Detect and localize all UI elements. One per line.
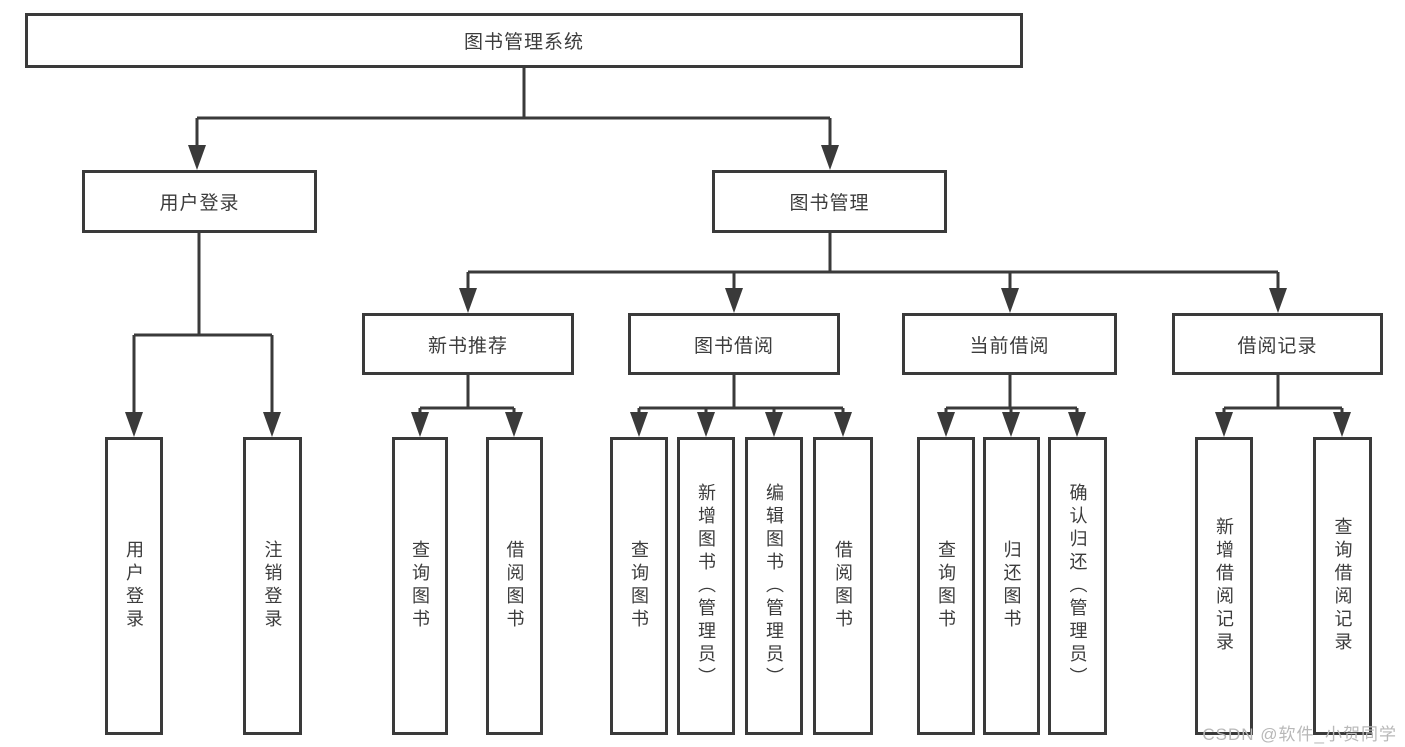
node-label: 注销登录 (262, 540, 283, 632)
node-label: 借阅记录 (1237, 335, 1318, 357)
node-label: 用户登录 (124, 540, 144, 632)
node-label: 借阅图书 (833, 540, 853, 632)
leaf-query-books-current: 查询图书 (917, 437, 975, 735)
leaf-query-books-borrow: 查询图书 (610, 437, 668, 735)
leaf-add-books-admin: 新增图书（管理员） (677, 437, 735, 735)
node-label: 借阅图书 (504, 540, 525, 632)
node-borrowing-records: 借阅记录 (1172, 313, 1383, 375)
node-book-management-module: 图书管理 (712, 170, 947, 233)
csdn-watermark: CSDN @软件_小贺同学 (1202, 725, 1397, 744)
node-label: 图书管理 (789, 193, 870, 214)
leaf-return-books: 归还图书 (983, 437, 1040, 735)
node-label: 新增图书（管理员） (696, 482, 716, 690)
leaf-query-borrow-record: 查询借阅记录 (1313, 437, 1372, 735)
node-label: 归还图书 (1001, 540, 1022, 632)
leaf-add-borrow-record: 新增借阅记录 (1195, 437, 1253, 735)
node-new-book-recommendation: 新书推荐 (362, 313, 574, 375)
node-label: 确认归还（管理员） (1067, 482, 1088, 690)
node-label: 图书管理系统 (463, 32, 584, 53)
node-label: 当前借阅 (969, 335, 1050, 357)
leaf-borrow-books-recommend: 借阅图书 (486, 437, 543, 735)
node-user-login-module: 用户登录 (82, 170, 317, 233)
node-book-borrowing: 图书借阅 (628, 313, 840, 375)
leaf-user-login: 用户登录 (105, 437, 163, 735)
node-label: 查询借阅记录 (1332, 517, 1353, 655)
node-system-root: 图书管理系统 (25, 13, 1023, 68)
node-label: 查询图书 (629, 540, 649, 632)
node-label: 新增借阅记录 (1214, 517, 1234, 655)
leaf-borrow-books: 借阅图书 (813, 437, 873, 735)
leaf-logout: 注销登录 (243, 437, 302, 735)
node-current-borrowing: 当前借阅 (902, 313, 1117, 375)
leaf-confirm-return-admin: 确认归还（管理员） (1048, 437, 1107, 735)
node-label: 新书推荐 (427, 335, 508, 357)
node-label: 图书借阅 (693, 335, 774, 357)
arrowheads (125, 145, 1351, 437)
node-label: 查询图书 (410, 540, 430, 632)
node-label: 编辑图书（管理员） (764, 482, 784, 690)
leaf-query-books-recommend: 查询图书 (392, 437, 448, 735)
node-label: 用户登录 (159, 193, 240, 214)
node-label: 查询图书 (936, 540, 956, 632)
leaf-edit-books-admin: 编辑图书（管理员） (745, 437, 803, 735)
